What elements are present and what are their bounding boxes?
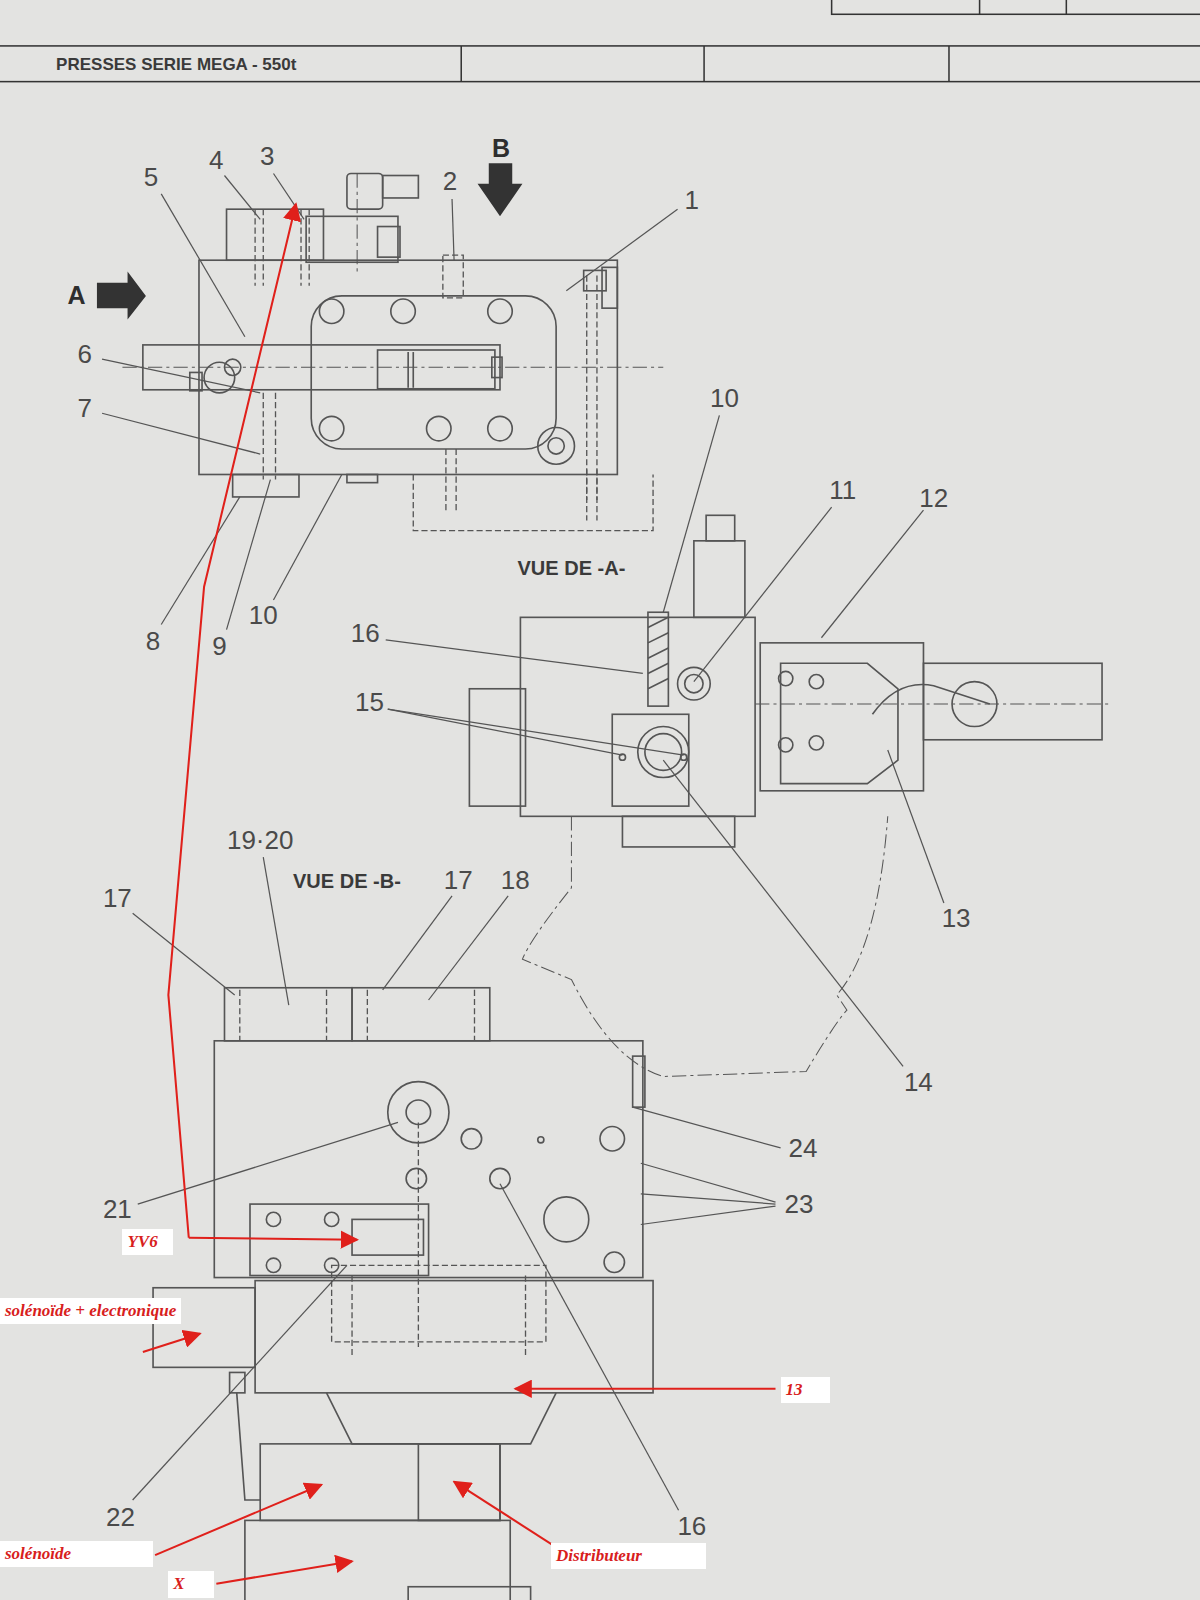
callout-number: 21 [103,1196,132,1222]
callout-number: 17 [444,867,473,893]
callout-number: 19·20 [227,827,294,853]
annotation-text: X [173,1574,209,1594]
hidden-lines [240,990,546,1357]
callout-number: 5 [144,164,158,190]
callout-number: 4 [209,147,223,173]
callout-number: 22 [106,1504,135,1530]
callout-number: 14 [904,1069,933,1095]
annotation-text: solénoïde [5,1544,148,1564]
view-arrow [478,163,523,216]
annotation-box: X [168,1571,214,1597]
view-b [153,988,653,1600]
annotation-text: Distributeur [556,1546,701,1566]
view-letter: A [67,283,85,308]
callout-number: 10 [249,602,278,628]
callout-number: 6 [77,341,91,367]
annotation-box: 13 [781,1377,830,1403]
callout-number: 17 [103,885,132,911]
top-view [143,173,617,496]
callout-number: 16 [351,620,380,646]
callout-number: 11 [829,477,856,503]
callout-number: 10 [710,385,739,411]
annotation-arrows [143,204,776,1584]
annotation-box: solénoïde [0,1541,153,1567]
view-title: VUE DE -B- [293,871,401,891]
annotation-box: YV6 [122,1229,173,1255]
annotation-box: solénoïde + electronique [0,1298,181,1324]
annotation-box: Distributeur [551,1543,706,1569]
callout-number: 18 [501,867,530,893]
callout-number: 23 [785,1191,814,1217]
callout-number: 8 [146,628,160,654]
annotation-text: solénoïde + electronique [5,1301,176,1321]
callout-number: 7 [77,395,91,421]
callout-number: 2 [443,168,457,194]
callout-number: 24 [789,1135,818,1161]
annotation-text: 13 [786,1380,825,1400]
callout-number: 13 [942,905,971,931]
callout-number: 16 [677,1513,706,1539]
view-letter: B [492,136,510,161]
view-arrow [97,271,146,319]
title-cell: PRESSES SERIE MEGA - 550t [56,56,296,73]
callout-number: 3 [260,143,274,169]
view-title: VUE DE -A- [518,558,626,578]
annotation-text: YV6 [127,1232,168,1252]
callout-number: 1 [685,187,699,213]
leader-lines [102,173,944,1510]
title-table [0,0,1200,82]
callout-number: 12 [919,485,948,511]
callout-number: 15 [355,689,384,715]
callout-number: 9 [212,633,226,659]
